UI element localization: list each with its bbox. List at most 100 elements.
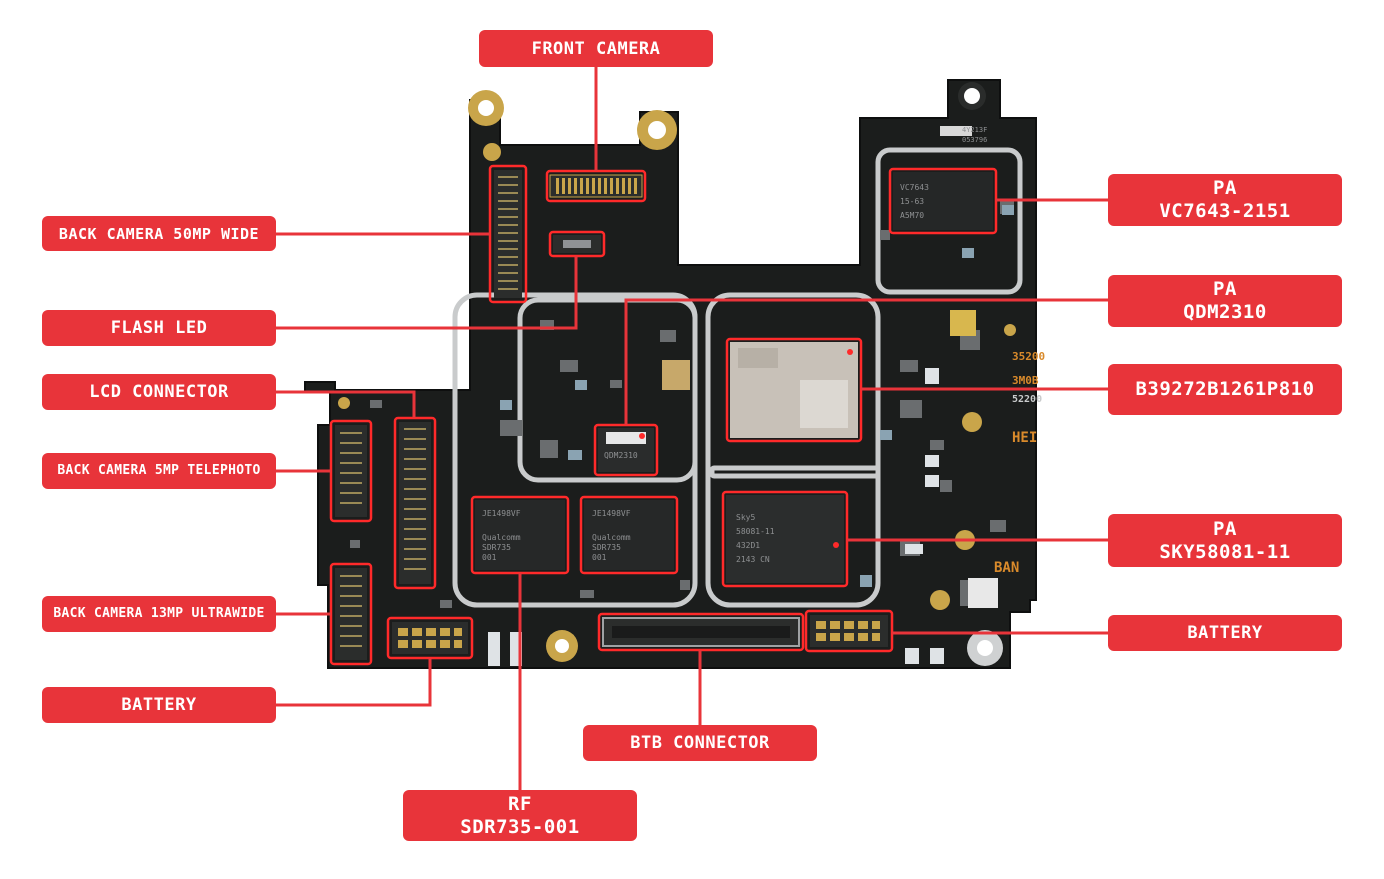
back-camera-tele-connector xyxy=(335,425,367,517)
label-b39272: B39272B1261P810 xyxy=(1108,364,1342,415)
label-rf-line1: RF xyxy=(508,792,532,815)
label-front-camera-text: FRONT CAMERA xyxy=(531,38,661,59)
label-back-camera-tele: BACK CAMERA 5MP TELEPHOTO xyxy=(42,453,276,489)
board-id-2: 3M0B xyxy=(1012,374,1039,387)
label-flash-led: FLASH LED xyxy=(42,310,276,346)
b39272-marking xyxy=(738,348,778,368)
label-b39272-text: B39272B1261P810 xyxy=(1135,378,1315,400)
board-marking-small xyxy=(940,126,972,136)
shield-frame-left-inner xyxy=(517,297,698,483)
front-camera-pins xyxy=(556,178,637,194)
sky-marking-2: 58081-11 xyxy=(736,527,775,536)
vc7643-chip xyxy=(893,172,993,230)
ban-marking: BAN xyxy=(994,560,1019,576)
highlight-sdr-right xyxy=(579,495,679,575)
sdr2-marking-2: Qualcomm xyxy=(592,533,631,542)
mount-hole-top-center xyxy=(637,110,677,150)
label-battery-left: BATTERY xyxy=(42,687,276,723)
qdm-marking: QDM2310 xyxy=(604,451,638,460)
leader-flash-led xyxy=(276,256,578,330)
vc-marking-3: A5M70 xyxy=(900,211,924,220)
sdr1-marking-4: 001 xyxy=(482,553,497,562)
battery-connector-left xyxy=(392,622,468,654)
label-lcd-connector-text: LCD CONNECTOR xyxy=(89,382,229,402)
label-pa-vc7643-line2: VC7643-2151 xyxy=(1159,200,1291,222)
label-battery-right: BATTERY xyxy=(1108,615,1342,651)
label-back-camera-ultrawide: BACK CAMERA 13MP ULTRAWIDE xyxy=(42,596,276,632)
label-pa-vc7643: PA VC7643-2151 xyxy=(1108,174,1342,226)
label-pa-sky58081-line1: PA xyxy=(1213,517,1237,540)
sdr735-chip-right xyxy=(584,500,674,570)
btb-connector-slot xyxy=(612,626,790,638)
sdr735-chip-left xyxy=(475,500,565,570)
blue-components xyxy=(500,205,1014,587)
vc-marking-2: 15-63 xyxy=(900,197,924,206)
shield-divider xyxy=(709,465,881,479)
b39272-datamatrix xyxy=(800,380,848,428)
flash-led-lens xyxy=(563,240,591,248)
label-back-camera-tele-text: BACK CAMERA 5MP TELEPHOTO xyxy=(57,463,261,478)
back-camera-wide-pins xyxy=(498,176,518,290)
sdr2-marking-3: SDR735 xyxy=(592,543,621,552)
sdr2-marking-1: JE1498VF xyxy=(592,509,631,518)
label-back-camera-ultrawide-text: BACK CAMERA 13MP ULTRAWIDE xyxy=(53,606,265,621)
shield-frames xyxy=(452,147,1023,608)
label-pa-sky58081-line2: SKY58081-11 xyxy=(1159,540,1291,563)
label-pa-qdm2310-line1: PA xyxy=(1213,278,1237,300)
sky-marking-1: Sky5 xyxy=(736,513,755,522)
vc-marking-1: VC7643 xyxy=(900,183,929,192)
leader-lines xyxy=(276,67,1110,790)
board-id-3: 52200 xyxy=(1012,394,1042,405)
board-code-1: 4Y213F xyxy=(962,126,987,134)
highlight-battery-right xyxy=(804,609,894,653)
board-code-2: 053796 xyxy=(962,136,987,144)
label-btb-connector: BTB CONNECTOR xyxy=(583,725,817,761)
label-pa-qdm2310: PA QDM2310 xyxy=(1108,275,1342,327)
leader-pa-qdm2310 xyxy=(624,298,1110,425)
mount-hole-top-right xyxy=(958,82,986,110)
label-battery-right-text: BATTERY xyxy=(1187,623,1263,643)
components xyxy=(335,126,998,660)
board-id-1: 35200 xyxy=(1012,350,1045,363)
label-rf-line2: SDR735-001 xyxy=(460,815,580,838)
label-flash-led-text: FLASH LED xyxy=(110,318,208,338)
label-rf: RF SDR735-001 xyxy=(403,790,637,841)
battery-right-pins xyxy=(816,621,880,641)
chip-markings: JE1498VF Qualcomm SDR735 001 JE1498VF Qu… xyxy=(482,126,1045,576)
sky58081-chip xyxy=(726,495,844,583)
qr-code-board xyxy=(968,578,998,608)
sdr2-marking-4: 001 xyxy=(592,553,607,562)
label-front-camera: FRONT CAMERA xyxy=(479,30,713,67)
highlight-dots xyxy=(639,349,853,548)
qdm2310-datamatrix xyxy=(606,432,646,444)
mount-hole-bottom xyxy=(546,630,578,662)
back-camera-ultrawide-connector xyxy=(335,568,367,660)
leader-lcd-connector xyxy=(276,390,416,418)
sky-marking-4: 2143 CN xyxy=(736,555,770,564)
sdr1-marking-2: Qualcomm xyxy=(482,533,521,542)
label-pa-qdm2310-line2: QDM2310 xyxy=(1183,301,1267,323)
back-camera-ultrawide-pins xyxy=(340,575,362,647)
label-back-camera-wide: BACK CAMERA 50MP WIDE xyxy=(42,216,276,251)
label-back-camera-wide-text: BACK CAMERA 50MP WIDE xyxy=(58,224,260,243)
mount-hole-top-left xyxy=(468,90,504,126)
sdr1-marking-3: SDR735 xyxy=(482,543,511,552)
sky-marking-3: 432D1 xyxy=(736,541,760,550)
label-battery-left-text: BATTERY xyxy=(121,695,197,715)
label-btb-connector-text: BTB CONNECTOR xyxy=(630,733,770,753)
hei-marking: HEI xyxy=(1012,430,1037,446)
leader-battery-left xyxy=(276,658,432,707)
lcd-connector-pins xyxy=(404,428,426,570)
sdr1-marking-1: JE1498VF xyxy=(482,509,521,518)
gold-pads xyxy=(338,143,1016,610)
label-lcd-connector: LCD CONNECTOR xyxy=(42,374,276,410)
mount-hole-bottom-right xyxy=(967,630,1003,666)
back-camera-tele-pins xyxy=(340,432,362,504)
white-components xyxy=(488,368,944,666)
shield-frame-center xyxy=(705,292,881,608)
label-pa-sky58081: PA SKY58081-11 xyxy=(1108,514,1342,567)
shield-frame-top-right xyxy=(875,147,1023,295)
battery-connector-right xyxy=(810,615,888,647)
battery-left-pins xyxy=(398,628,462,648)
